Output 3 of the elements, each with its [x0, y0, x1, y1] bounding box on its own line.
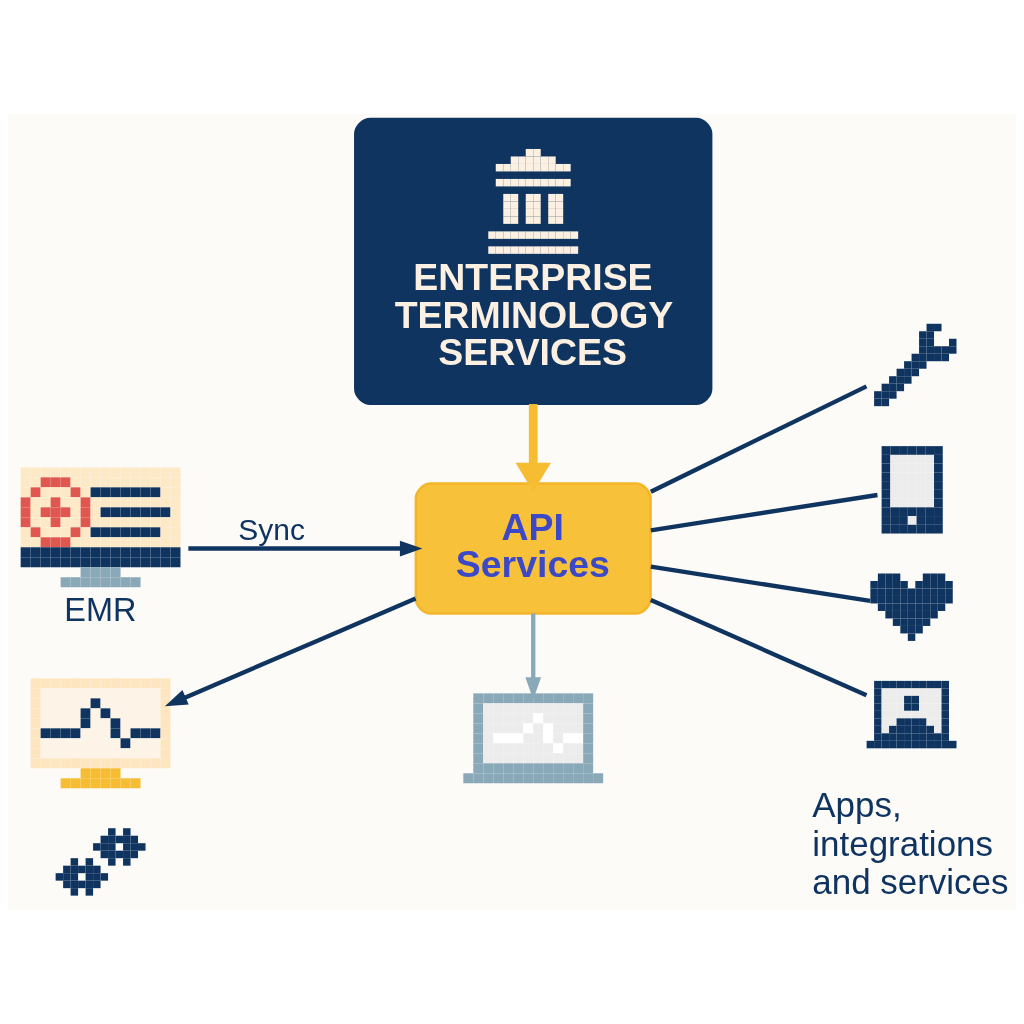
- node-label: EMR: [64, 591, 137, 628]
- label: Apps, integrations and services: [812, 784, 1009, 902]
- edge-label: Sync: [238, 513, 305, 547]
